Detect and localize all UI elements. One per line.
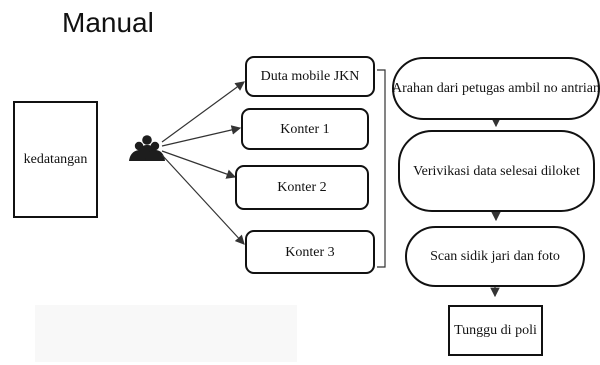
step-tunggu-di-poli-label: Tunggu di poli: [454, 323, 537, 338]
arrow-to-konter-2: [161, 150, 237, 179]
arrow-to-konter-3: [161, 154, 245, 245]
diagram-title: Manual: [62, 7, 154, 38]
step-verivikasi-data: Verivikasi data selesai diloket: [398, 130, 595, 212]
step-arahan-petugas-label: Arahan dari petugas ambil no antrian: [392, 81, 600, 96]
arrow-to-konter-1: [161, 125, 242, 147]
counter-konter-1: Konter 1: [241, 108, 369, 150]
counter-konter-2: Konter 2: [235, 165, 369, 210]
step-verivikasi-data-label: Verivikasi data selesai diloket: [413, 163, 580, 179]
counter-group-bracket: [377, 69, 386, 268]
people-group-icon: [129, 135, 165, 161]
arrival-label: kedatangan: [23, 152, 88, 167]
counter-duta-mobile-jkn: Duta mobile JKN: [245, 56, 375, 97]
faint-background-area: [35, 305, 297, 362]
counter-konter-3: Konter 3: [245, 230, 375, 274]
counter-konter-1-label: Konter 1: [280, 121, 330, 137]
step-scan-sidik-jari-label: Scan sidik jari dan foto: [430, 249, 560, 264]
counter-konter-3-label: Konter 3: [285, 244, 335, 260]
counter-duta-mobile-jkn-label: Duta mobile JKN: [260, 69, 360, 84]
counter-konter-2-label: Konter 2: [277, 180, 327, 195]
arrival-box: kedatangan: [13, 101, 98, 218]
step-tunggu-di-poli: Tunggu di poli: [448, 305, 543, 356]
step-scan-sidik-jari: Scan sidik jari dan foto: [405, 226, 585, 287]
step-arahan-petugas: Arahan dari petugas ambil no antrian: [392, 57, 600, 120]
arrow-to-duta-mobile: [161, 81, 245, 143]
